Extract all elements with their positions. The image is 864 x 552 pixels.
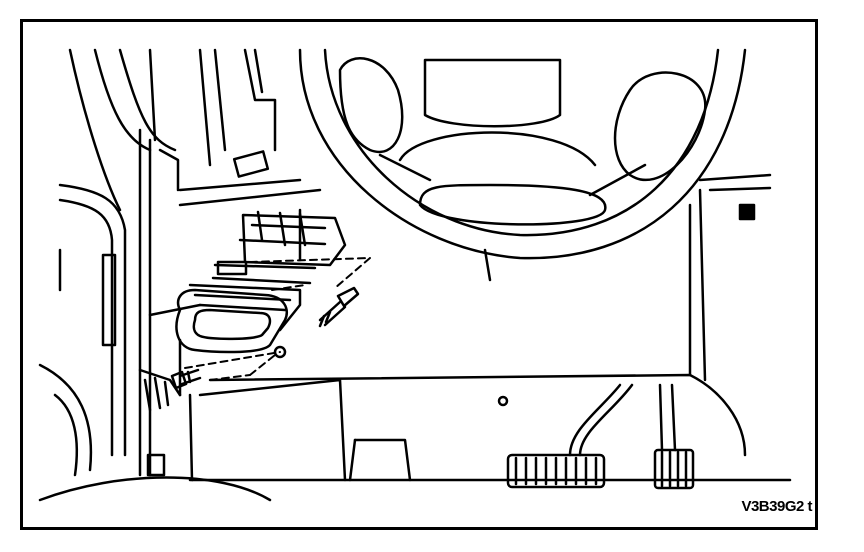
vent-duct-assembly (175, 210, 347, 354)
install-guide-lines (184, 257, 371, 381)
a-pillar (58, 48, 202, 477)
windshield-trim (198, 48, 277, 178)
steering-column (298, 188, 707, 382)
lower-kick-panel (38, 363, 272, 502)
brake-pedal (506, 383, 634, 489)
mounting-screw-upper (318, 286, 360, 328)
dashboard-edge (178, 173, 772, 207)
mounting-screw-lower (170, 368, 202, 390)
small-fastener (273, 345, 287, 359)
dash-indicator (738, 203, 756, 221)
accelerator-pedal (653, 383, 695, 490)
figure-code: V3B39G2 t (741, 498, 812, 515)
lower-dash-panel (178, 338, 747, 482)
steering-wheel (298, 48, 747, 260)
